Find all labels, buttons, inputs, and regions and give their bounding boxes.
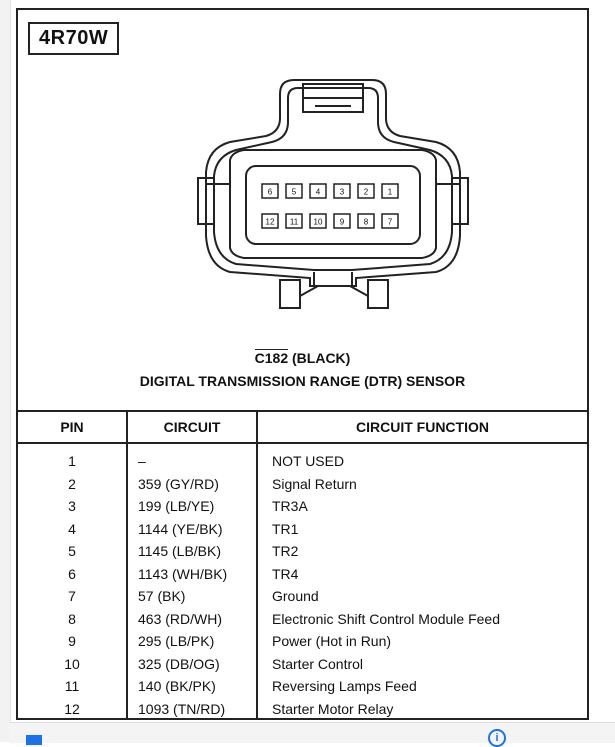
pin-cavity	[245, 165, 421, 245]
bottom-key-left	[279, 279, 301, 309]
pin-cell	[285, 213, 303, 229]
cell-pin: 8	[18, 607, 128, 630]
pin-cell	[333, 183, 351, 199]
cell-function: Reversing Lamps Feed	[272, 678, 417, 694]
cell-function: TR1	[272, 520, 299, 537]
page-edge	[0, 0, 11, 742]
header-function: CIRCUIT FUNCTION	[257, 410, 587, 444]
pin-row-top: 6 5 4 3 2 1	[261, 183, 399, 199]
pin-cell	[285, 183, 303, 199]
pin-cell	[309, 183, 327, 199]
header-circuit: CIRCUIT	[127, 410, 258, 444]
pin-label: 4	[316, 188, 321, 197]
pin-label: 2	[364, 188, 369, 197]
connector-description: DIGITAL TRANSMISSION RANGE (DTR) SENSOR	[139, 373, 466, 389]
square-icon[interactable]	[26, 735, 42, 745]
cell-function: Power (Hot in Run)	[272, 633, 392, 649]
cell-pin: 12	[18, 697, 128, 720]
cell-pin: 1	[18, 443, 128, 473]
cell-circuit: 359 (GY/RD)	[127, 472, 258, 495]
table-row: 1–NOT USED	[18, 443, 587, 473]
cell-pin: 11	[18, 675, 128, 698]
pin-label: 12	[266, 218, 275, 227]
pin-label: 9	[340, 218, 345, 227]
cell-pin: 2	[18, 472, 128, 495]
cell-function: TR4	[272, 565, 299, 582]
cell-pin: 9	[18, 630, 128, 653]
cell-circuit: 1143 (WH/BK)	[127, 562, 258, 585]
cell-pin: 6	[18, 562, 128, 585]
pin-label: 7	[388, 218, 393, 227]
cell-circuit: 1144 (YE/BK)	[127, 517, 258, 540]
pin-label: 5	[292, 188, 297, 197]
pin-cell	[381, 183, 399, 199]
cell-function: TR3A	[272, 498, 308, 514]
housing-outer	[205, 79, 461, 287]
pin-label: 3	[340, 188, 345, 197]
pin-cell	[333, 213, 351, 229]
cell-function: Electronic Shift Control Module Feed	[272, 610, 500, 627]
bottom-key-right	[367, 279, 389, 309]
cell-circuit: 1145 (LB/BK)	[127, 540, 258, 563]
cell-function: Ground	[272, 588, 319, 604]
cell-function: Signal Return	[272, 475, 357, 492]
cell-function: NOT USED	[272, 453, 345, 469]
model-label: 4R70W	[28, 22, 120, 55]
table-header-row: PIN CIRCUIT CIRCUIT FUNCTION	[18, 410, 587, 444]
pin-label: 1	[388, 188, 393, 197]
pin-cell	[357, 183, 375, 199]
pin-label: 11	[290, 218, 299, 227]
bottom-toolbar: i	[10, 722, 615, 747]
cell-function: TR2	[272, 543, 299, 559]
pin-label: 10	[314, 218, 323, 227]
cell-pin: 4	[18, 517, 128, 540]
side-lock-left	[197, 177, 215, 225]
pin-cell	[357, 213, 375, 229]
info-icon[interactable]: i	[488, 729, 506, 747]
cell-pin: 3	[18, 495, 128, 518]
cell-pin: 7	[18, 585, 128, 608]
connector-id: C182	[254, 349, 289, 366]
pin-cell	[261, 213, 279, 229]
cell-circuit: 295 (LB/PK)	[127, 630, 258, 653]
pin-row-bottom: 12 11 10 9 8 7	[261, 213, 399, 229]
cell-function: Starter Motor Relay	[272, 700, 394, 717]
pin-label: 6	[268, 188, 273, 197]
cell-function: Starter Control	[272, 655, 364, 672]
cell-circuit: 57 (BK)	[127, 585, 258, 608]
header-pin: PIN	[18, 410, 128, 444]
connector-drawing: 6 5 4 3 2 1 12 11 10 9 8 7	[197, 79, 469, 309]
pin-cell	[381, 213, 399, 229]
cell-pin: 10	[18, 652, 128, 675]
cell-circuit: 325 (DB/OG)	[127, 652, 258, 675]
pin-cell	[309, 213, 327, 229]
connector-color: (BLACK)	[292, 350, 351, 366]
cell-circuit: 1093 (TN/RD)	[127, 697, 258, 720]
cell-circuit: –	[127, 443, 258, 473]
pin-cell	[261, 183, 279, 199]
cell-circuit: 463 (RD/WH)	[127, 607, 258, 630]
connector-caption: C182 (BLACK)	[18, 349, 587, 366]
cell-circuit: 199 (LB/YE)	[127, 495, 258, 518]
pin-label: 8	[364, 218, 369, 227]
side-lock-right	[451, 177, 469, 225]
cell-circuit: 140 (BK/PK)	[127, 675, 258, 698]
cell-pin: 5	[18, 540, 128, 563]
